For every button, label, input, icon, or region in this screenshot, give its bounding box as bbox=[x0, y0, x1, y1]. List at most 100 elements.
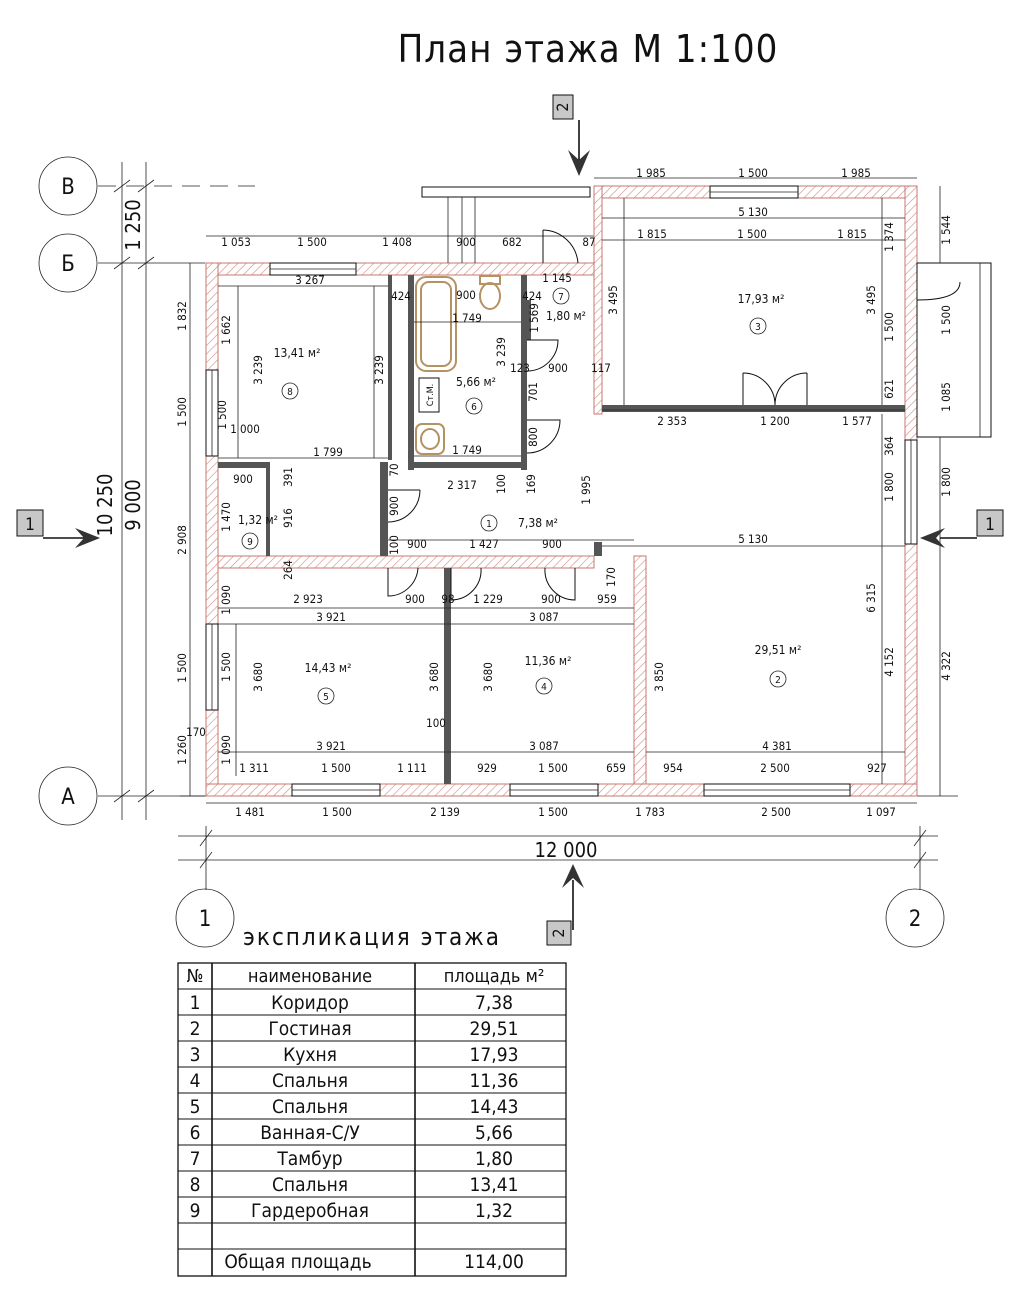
row-area: 11,36 bbox=[470, 1070, 519, 1092]
row-name: Спальня bbox=[272, 1096, 348, 1118]
room-tag-8: 13,41 м² 8 bbox=[274, 346, 321, 400]
dim-inner: 3 087 bbox=[529, 610, 559, 624]
row-number: 3 bbox=[190, 1044, 201, 1066]
dim-inner: 900 bbox=[542, 537, 562, 551]
overall-width: 12 000 bbox=[535, 838, 598, 862]
dim-inner: 1 145 bbox=[542, 271, 572, 285]
dim-inner: 1 000 bbox=[230, 422, 260, 436]
dim-inner: 2 317 bbox=[447, 478, 477, 492]
row-area: 14,43 bbox=[470, 1096, 519, 1118]
dim-inner: 900 bbox=[233, 472, 253, 486]
row-area: 17,93 bbox=[470, 1044, 519, 1066]
sink-icon bbox=[415, 423, 445, 455]
dim-inner: 1 569 bbox=[527, 303, 541, 333]
row-number: 9 bbox=[190, 1200, 201, 1222]
dim-inner: 659 bbox=[606, 761, 626, 775]
section-tag-1-left: 1 bbox=[25, 515, 35, 535]
room-area: 1,80 м² bbox=[546, 309, 586, 323]
row-name: Тамбур bbox=[276, 1148, 342, 1170]
dim-bottom: 1 097 bbox=[866, 805, 896, 819]
dim-inner: 391 bbox=[281, 467, 295, 487]
dim-inner: 6 315 bbox=[864, 583, 878, 613]
porches bbox=[421, 186, 992, 438]
washing-machine-icon bbox=[418, 377, 440, 413]
dim-inner: 1 799 bbox=[313, 445, 343, 459]
row-number: 7 bbox=[190, 1148, 201, 1170]
dim-inner: 3 239 bbox=[494, 337, 508, 367]
axis-marker-b: Б bbox=[38, 233, 98, 293]
dim-inner: 1 311 bbox=[239, 761, 269, 775]
overall-height-inner: 9 000 bbox=[121, 479, 145, 531]
row-number: 8 bbox=[190, 1174, 201, 1196]
dim-inner: 1 090 bbox=[219, 735, 233, 765]
dim-left: 1 260 bbox=[175, 735, 189, 765]
dim-inner: 1 470 bbox=[219, 502, 233, 532]
bathtub-icon bbox=[415, 276, 457, 372]
dim-inner: 3 680 bbox=[251, 662, 265, 692]
room-number: 8 bbox=[287, 387, 293, 398]
section-tag-2-top: 2 bbox=[553, 102, 572, 111]
dim-inner: 117 bbox=[591, 361, 611, 375]
section-tag-1-right: 1 bbox=[985, 515, 995, 535]
top-dimensions: 1 053 1 500 1 408 900 682 87 1 985 1 500… bbox=[221, 166, 871, 249]
total-label: Общая площадь bbox=[224, 1251, 371, 1273]
room-number: 1 bbox=[486, 519, 492, 530]
room-area: 13,41 м² bbox=[274, 346, 321, 360]
dim-inner: 900 bbox=[456, 288, 476, 302]
room-number: 5 bbox=[323, 692, 329, 703]
row-number: 2 bbox=[190, 1018, 201, 1040]
windows bbox=[205, 185, 918, 797]
header-number: № bbox=[187, 966, 204, 987]
room-number: 4 bbox=[541, 682, 547, 693]
room-area: 7,38 м² bbox=[518, 516, 558, 530]
dim-inner: 3 495 bbox=[864, 285, 878, 315]
row-name: Гостиная bbox=[268, 1018, 351, 1040]
left-dimensions: 1 832 1 500 2 908 1 500 1 260 bbox=[175, 301, 189, 765]
room-area: 29,51 м² bbox=[755, 643, 802, 657]
room-number: 9 bbox=[247, 537, 253, 548]
dim-left: 1 832 bbox=[175, 301, 189, 331]
dim-inner: 4 381 bbox=[762, 739, 792, 753]
dim-inner: 100 bbox=[494, 474, 508, 494]
dim-inner: 621 bbox=[882, 379, 896, 399]
section-marker-left: 1 bbox=[16, 509, 100, 548]
dim-inner: 2 923 bbox=[293, 592, 323, 606]
header-name: наименование bbox=[248, 966, 372, 987]
row-name: Коридор bbox=[271, 992, 349, 1014]
room-number: 2 bbox=[775, 675, 781, 686]
dim-inner: 3 239 bbox=[372, 355, 386, 385]
room-number: 7 bbox=[558, 292, 564, 303]
dim-inner: 2 353 bbox=[657, 414, 687, 428]
axis-label-2: 2 bbox=[909, 907, 922, 932]
total-value: 114,00 bbox=[464, 1251, 524, 1273]
dim-bottom: 1 481 bbox=[235, 805, 265, 819]
row-area: 1,80 bbox=[475, 1148, 513, 1170]
room-area: 17,93 м² bbox=[738, 292, 785, 306]
doors bbox=[387, 229, 808, 601]
dim-bottom: 2 139 bbox=[430, 805, 460, 819]
row-number: 5 bbox=[190, 1096, 201, 1118]
room-number: 3 bbox=[755, 322, 761, 333]
room-tag-2: 29,51 м² 2 bbox=[755, 643, 802, 688]
row-name: Спальня bbox=[272, 1174, 348, 1196]
axis-marker-a: А bbox=[38, 766, 98, 826]
header-area: площадь м² bbox=[444, 966, 545, 987]
section-tag-2-bottom: 2 bbox=[549, 928, 568, 937]
table-row: 5 Спальня 14,43 bbox=[190, 1096, 519, 1118]
dim-inner: 100 bbox=[426, 716, 446, 730]
dim-inner: 3 267 bbox=[295, 273, 325, 287]
dim-inner: 1 749 bbox=[452, 443, 482, 457]
dim-inner: 900 bbox=[405, 592, 425, 606]
dim-inner: 1 815 bbox=[837, 227, 867, 241]
dim-inner: 123 bbox=[510, 361, 530, 375]
section-marker-top: 2 bbox=[552, 94, 590, 176]
table-row: 7 Тамбур 1,80 bbox=[190, 1148, 513, 1170]
dim-top: 1 985 bbox=[841, 166, 871, 180]
